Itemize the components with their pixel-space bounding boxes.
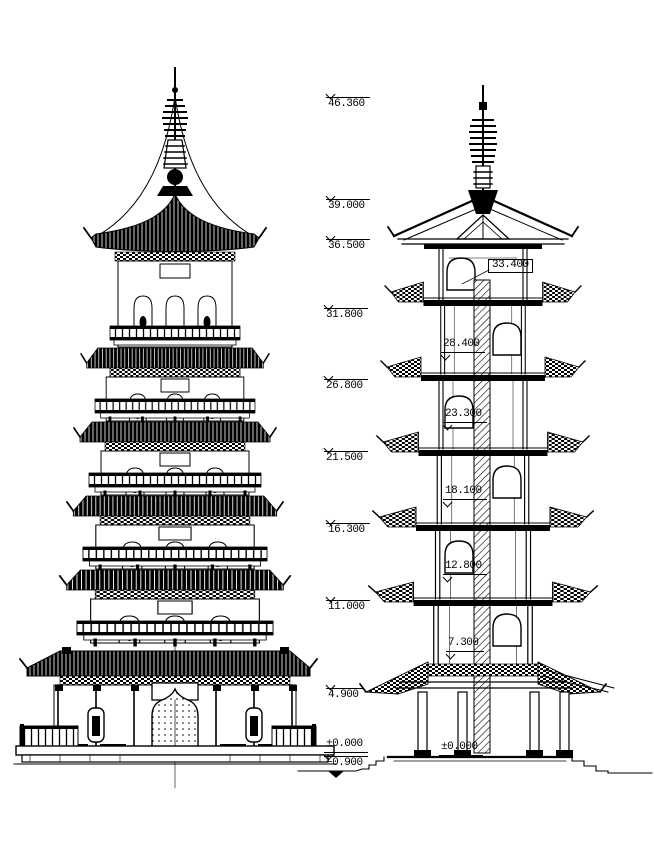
level-mark-minus900: −0.900 xyxy=(324,756,368,770)
section-core-column xyxy=(473,279,491,754)
level-mark-16300: 16.300 xyxy=(325,515,370,537)
section-level-33400: 33.400 xyxy=(488,259,533,273)
level-mark-46360: 46.360 xyxy=(325,89,370,111)
elevation-storey-6 xyxy=(79,346,271,425)
section-level-7300: 7.300 xyxy=(445,637,484,659)
section-spire xyxy=(468,85,498,214)
section-level-23300: 23.300 xyxy=(442,408,487,430)
section-top-floor xyxy=(438,248,528,301)
pagoda-elevation-drawing xyxy=(13,67,337,789)
level-mark-36500: 36.500 xyxy=(325,231,370,253)
section-level-zero: ±0.000 xyxy=(439,741,483,756)
elevation-top-roof xyxy=(82,192,268,262)
level-mark-39000: 39.000 xyxy=(325,191,370,213)
ground-line xyxy=(297,756,653,778)
level-mark-zero-left: ±0.000 xyxy=(323,738,368,760)
elevation-platform xyxy=(13,724,337,765)
section-level-12800: 12.800 xyxy=(442,560,487,582)
guy-wire-left xyxy=(96,95,176,237)
level-mark-26800: 26.800 xyxy=(323,371,368,393)
section-level-18100: 18.100 xyxy=(442,485,487,507)
elevation-storey-3 xyxy=(58,568,292,647)
elevation-storey-5 xyxy=(72,420,278,499)
pagoda-section-drawing xyxy=(297,85,653,778)
elevation-spire xyxy=(96,67,254,237)
elevation-storey-4 xyxy=(65,494,285,573)
level-mark-21500: 21.500 xyxy=(323,443,368,465)
elevation-top-storey xyxy=(109,260,241,348)
level-mark-11000: 11.000 xyxy=(325,592,370,614)
guy-wire-right xyxy=(174,95,254,237)
section-ground-floor xyxy=(358,661,615,762)
section-level-28400: 28.400 xyxy=(440,338,485,360)
level-mark-31800: 31.800 xyxy=(323,300,368,322)
section-roof xyxy=(386,194,580,249)
level-mark-4900: 4.900 xyxy=(325,680,364,702)
elevation-ground-storey xyxy=(18,647,319,749)
